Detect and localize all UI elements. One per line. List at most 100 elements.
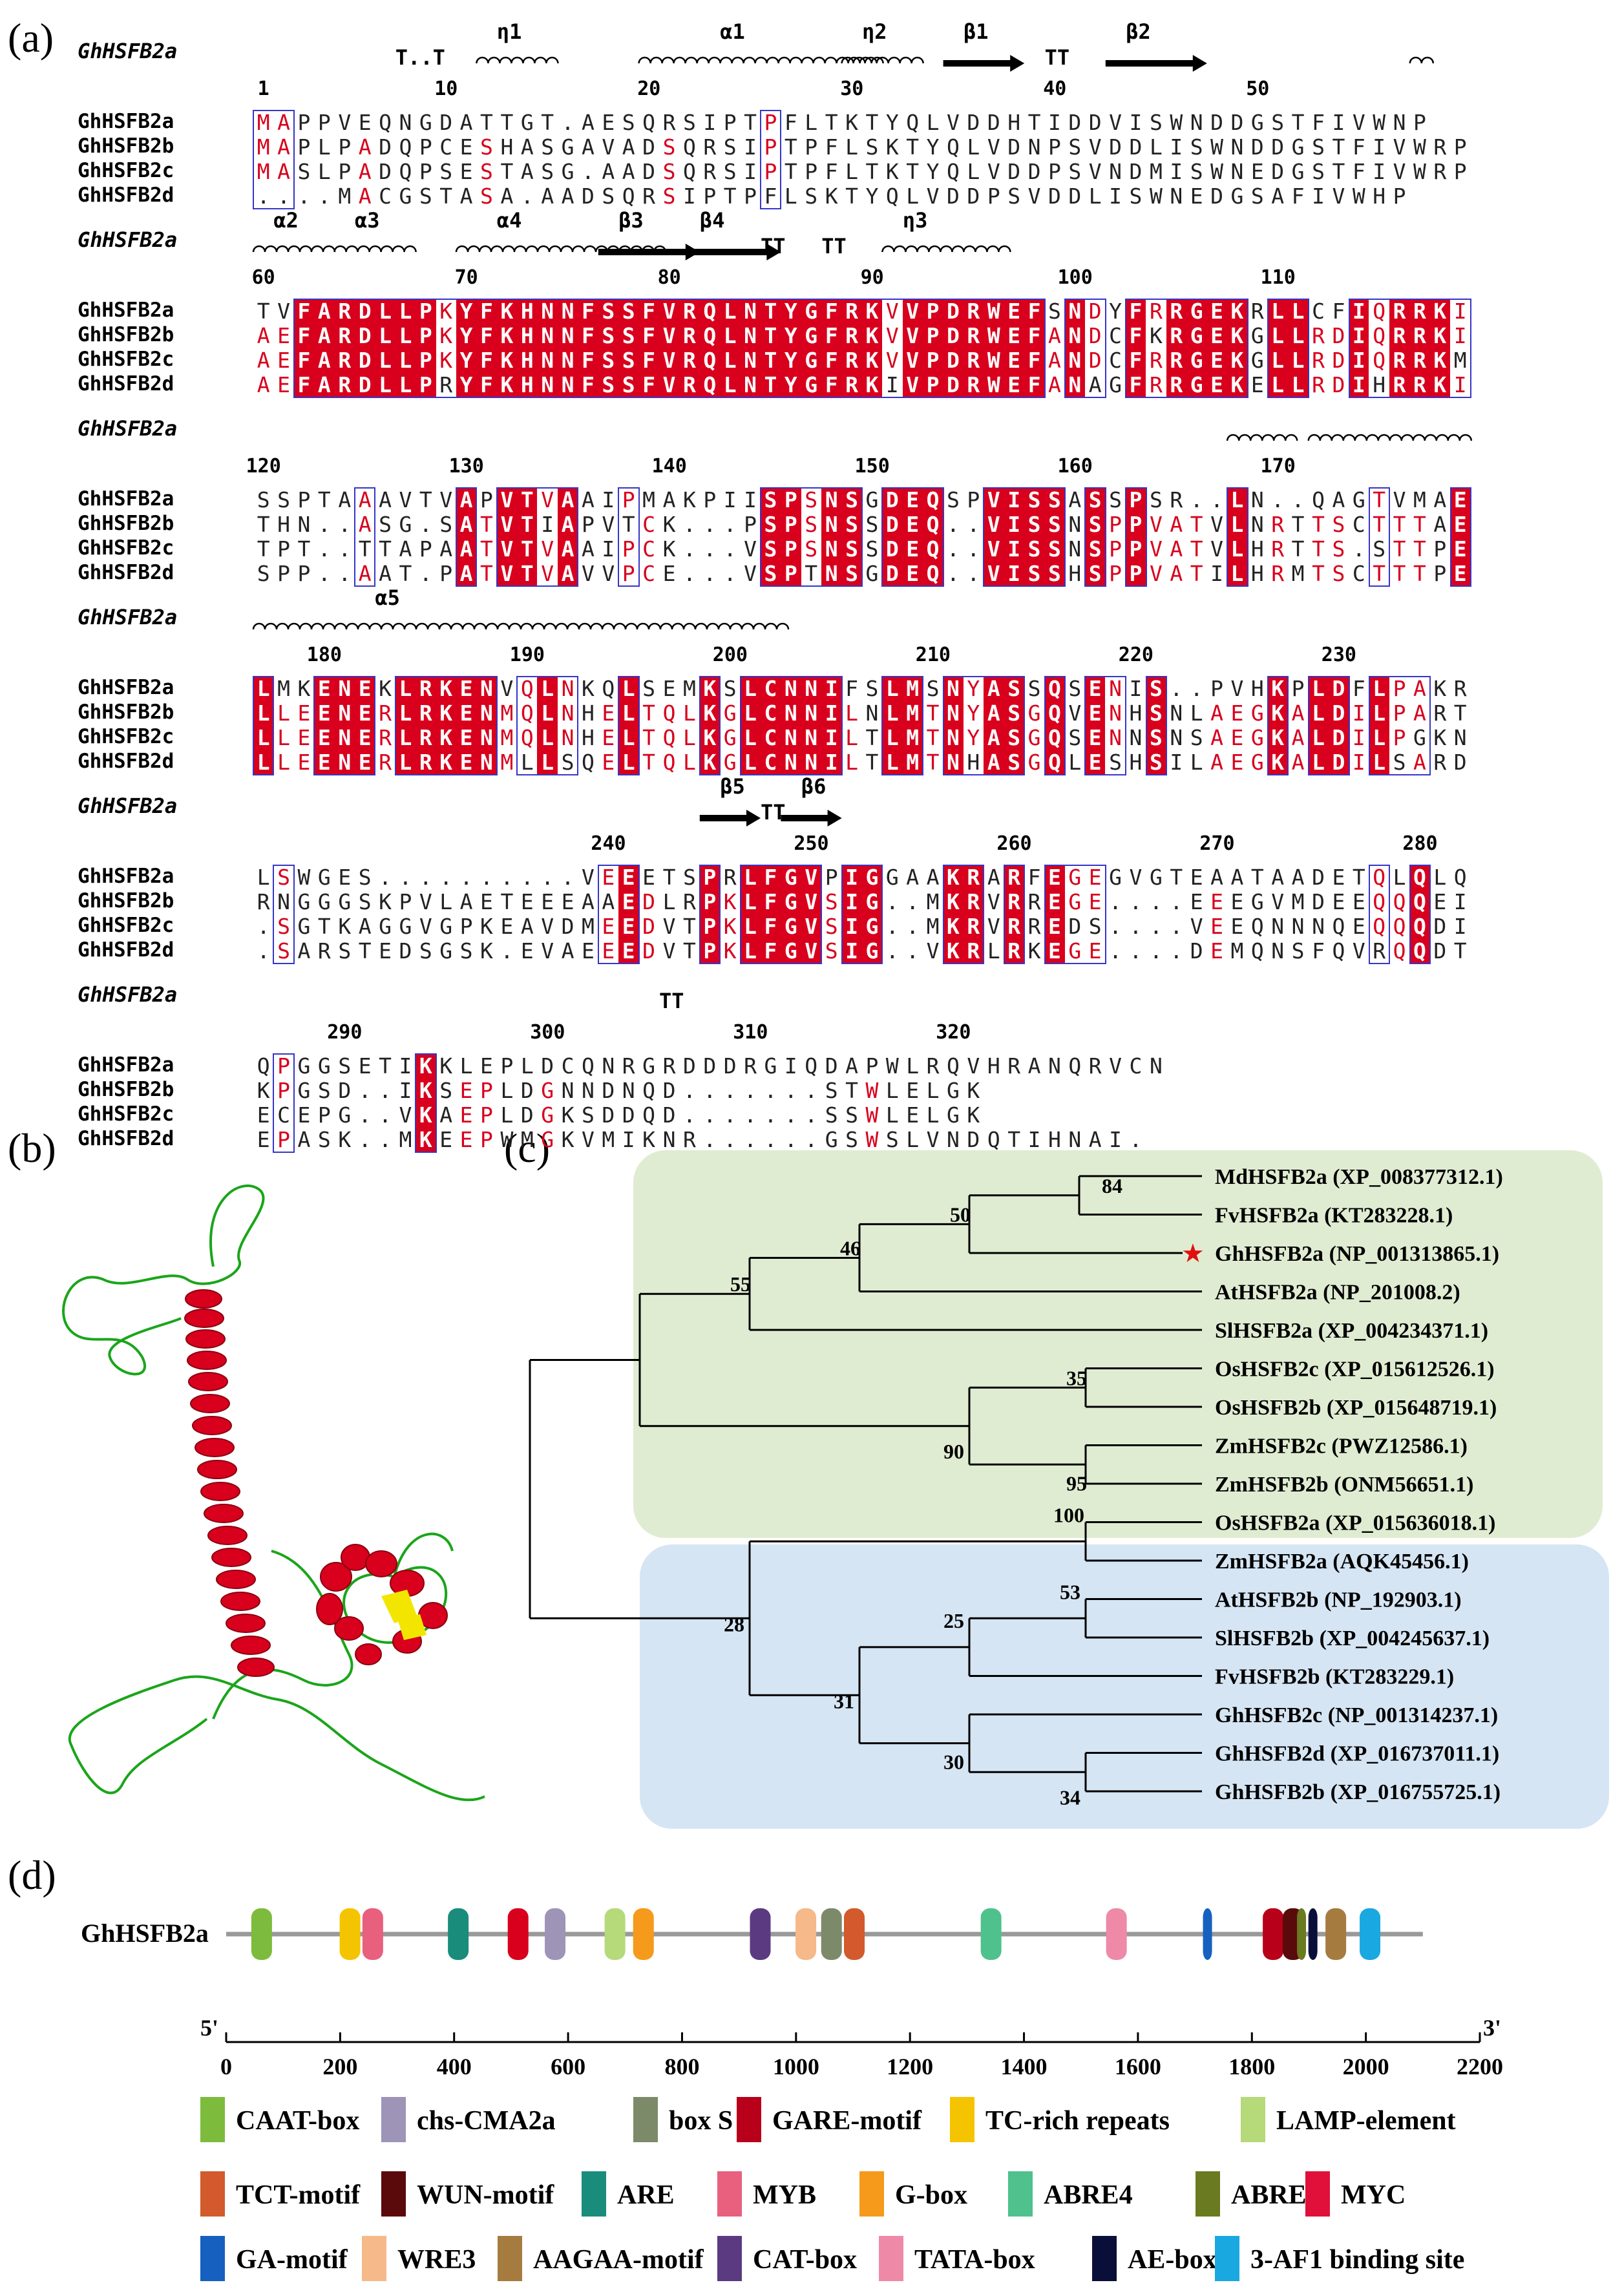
tree-taxon: OsHSFB2b (XP_015648719.1) [1215, 1396, 1497, 1420]
legend-label: GA-motif [236, 2245, 348, 2275]
sequence-name: GhHSFB2c [78, 725, 174, 748]
legend-label: ABRE [1231, 2180, 1307, 2210]
ss-label: TT [821, 234, 847, 258]
panel-label-d: (d) [8, 1852, 56, 1898]
position-tick: 220 [1118, 644, 1153, 666]
coil-bottom [68, 1675, 485, 1802]
protein-3d-structure [62, 1185, 485, 1802]
legend-label: CAT-box [753, 2245, 857, 2275]
bootstrap-value: 55 [730, 1272, 751, 1296]
bootstrap-value: 95 [1066, 1471, 1087, 1495]
scale-tick-label: 0 [220, 2054, 232, 2080]
position-tick: 10 [434, 78, 458, 100]
beta-strand [381, 1590, 427, 1640]
tree-taxon: ZmHSFB2a (AQK45456.1) [1215, 1550, 1469, 1574]
star-icon: ★ [1181, 1239, 1205, 1268]
scale-tick-label: 1600 [1115, 2054, 1161, 2080]
tree-taxon: FvHSFB2a (KT283228.1) [1215, 1204, 1453, 1228]
sequence-name: GhHSFB2a [78, 299, 174, 322]
position-tick: 180 [306, 644, 342, 666]
legend-label: G-box [895, 2180, 967, 2210]
legend-swatch [200, 2236, 225, 2281]
ss-label: α4 [496, 208, 522, 233]
legend-swatch [1195, 2171, 1220, 2217]
position-tick: 170 [1260, 455, 1296, 478]
legend-swatch [717, 2171, 742, 2217]
cis-element [633, 1908, 654, 1960]
position-tick: 40 [1043, 78, 1067, 100]
legend-label: ABRE4 [1044, 2180, 1133, 2210]
bootstrap-value: 30 [943, 1751, 964, 1774]
sequence-name: GhHSFB2d [78, 372, 174, 395]
position-tick: 70 [454, 266, 478, 289]
ss-reference-name: GhHSFB2a [78, 416, 178, 441]
five-prime-label: 5' [200, 2015, 218, 2041]
legend-label: TC-rich repeats [985, 2106, 1170, 2136]
legend-swatch [381, 2097, 406, 2142]
legend-swatch [582, 2171, 606, 2217]
position-tick: 160 [1057, 455, 1093, 478]
ss-reference-name: GhHSFB2a [78, 605, 178, 629]
dna-binding-domain [316, 1544, 448, 1665]
position-tick: 240 [591, 832, 626, 855]
sequence-name: GhHSFB2b [78, 134, 174, 158]
position-tick: 1 [257, 78, 269, 100]
three-prime-label: 3' [1483, 2015, 1501, 2041]
sequence-name: GhHSFB2b [78, 512, 174, 535]
ss-reference-name: GhHSFB2a [78, 794, 178, 818]
sequence-name: GhHSFB2c [78, 1102, 174, 1126]
position-tick: 210 [915, 644, 951, 666]
legend-label: AE-box [1128, 2245, 1217, 2275]
tree-taxon: FvHSFB2b (KT283229.1) [1215, 1665, 1454, 1689]
tree-taxon: ZmHSFB2c (PWZ12586.1) [1215, 1435, 1468, 1459]
legend-swatch [950, 2097, 974, 2142]
alpha-helix-long [184, 1289, 275, 1677]
sequence-name: GhHSFB2b [78, 889, 174, 912]
legend-label: CAAT-box [236, 2106, 359, 2136]
scale-tick-label: 1200 [887, 2054, 933, 2080]
position-tick: 20 [637, 78, 661, 100]
legend-swatch [1008, 2171, 1033, 2217]
scale-tick-label: 2200 [1457, 2054, 1503, 2080]
ss-label: β5 [720, 774, 745, 799]
bootstrap-value: 34 [1060, 1785, 1080, 1809]
position-tick: 80 [657, 266, 681, 289]
ss-label: α3 [355, 208, 380, 233]
legend-label: WRE3 [397, 2245, 476, 2275]
position-tick: 310 [733, 1021, 768, 1044]
ss-label: TT [1044, 45, 1070, 70]
ss-glyphs [252, 244, 1011, 260]
sequence-name: GhHSFB2b [78, 1078, 174, 1101]
cis-element [844, 1908, 865, 1960]
coil-top [62, 1185, 265, 1376]
tree-taxon: SlHSFB2b (XP_004245637.1) [1215, 1627, 1490, 1650]
ss-label: β6 [801, 774, 827, 799]
ss-reference-name: GhHSFB2a [78, 39, 178, 63]
legend-swatch [498, 2236, 522, 2281]
bootstrap-value: 31 [834, 1689, 854, 1712]
bootstrap-value: 50 [950, 1203, 971, 1226]
tree-taxon: GhHSFB2c (NP_001314237.1) [1215, 1703, 1498, 1727]
clade-background-blue [640, 1544, 1609, 1829]
position-tick: 150 [854, 455, 890, 478]
sequence-name: GhHSFB2d [78, 561, 174, 584]
ss-glyphs [252, 622, 790, 630]
cis-element [980, 1908, 1002, 1960]
ss-label: T..T [395, 45, 445, 70]
legend-swatch [381, 2171, 406, 2217]
sequence-name: GhHSFB2a [78, 676, 174, 699]
